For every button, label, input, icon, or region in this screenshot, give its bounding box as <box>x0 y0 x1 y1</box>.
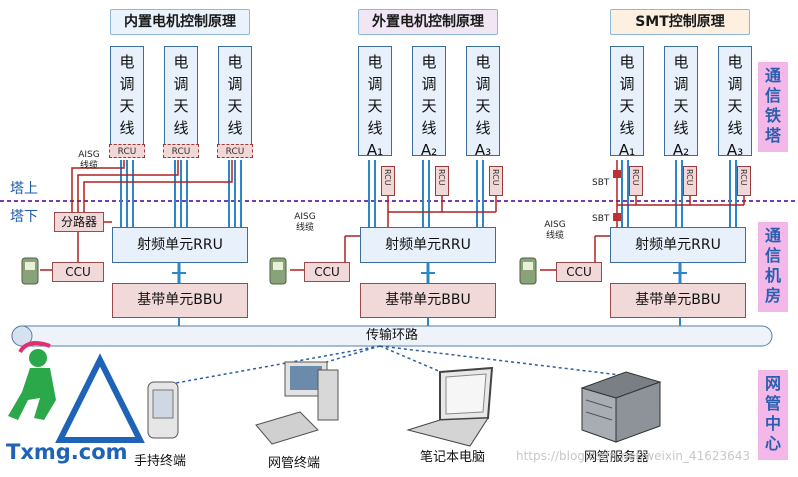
laptop-label: 笔记本电脑 <box>420 450 486 465</box>
section1-connectors <box>40 160 242 283</box>
splitter-box: 分路器 <box>54 212 104 232</box>
rcu-label: RCU <box>437 169 446 186</box>
antenna-label: 电 调 天 线 A₂ <box>672 53 690 159</box>
side-label-center: 网 管 中 心 <box>758 370 788 460</box>
section2-connectors <box>290 160 497 283</box>
antenna-label: 电 调 天 线 A₃ <box>227 53 243 159</box>
antenna-label: 电 调 天 线 A₃ <box>726 53 744 159</box>
antenna-a2: 电 调 天 线 A₂ <box>412 46 446 159</box>
transport-ring-pipe <box>11 325 773 347</box>
handheld-remote-icon <box>269 257 287 285</box>
antenna-a2: 电 调 天 线 A₂ <box>164 46 198 159</box>
ccu-box: CCU <box>52 262 104 282</box>
logo-text: Txmg.com <box>6 440 128 464</box>
rru-box: 射频单元RRU <box>112 227 248 263</box>
rcu-label: RCU <box>491 169 500 186</box>
handheld-terminal-icon <box>147 381 179 439</box>
desktop-terminal-label: 网管终端 <box>268 456 321 471</box>
antenna-label: 电 调 天 线 A₂ <box>420 53 438 159</box>
sbt-upper-marker <box>613 170 621 178</box>
transport-ring-label: 传输环路 <box>365 328 418 343</box>
rcu-internal: RCU <box>163 144 199 158</box>
laptop-icon <box>406 366 494 447</box>
rcu-external: RCU <box>435 166 449 196</box>
section1-title: 内置电机控制原理 <box>110 9 250 35</box>
logo-figure-icon <box>8 341 145 443</box>
bbu-box: 基带单元BBU <box>610 283 746 318</box>
antenna-label: 电 调 天 线 A₁ <box>618 53 636 159</box>
rcu-internal: RCU <box>109 144 145 158</box>
antenna-a1: 电 调 天 线 A₁ <box>358 46 392 159</box>
sbt-upper-label: SBT <box>592 178 610 188</box>
rcu-internal: RCU <box>217 144 253 158</box>
antenna-a2: 电 调 天 线 A₂ <box>664 46 698 159</box>
rcu-label: RCU <box>739 169 748 186</box>
side-label-room: 通 信 机 房 <box>758 222 788 312</box>
side-label-tower: 通 信 铁 塔 <box>758 62 788 152</box>
section3-title: SMT控制原理 <box>610 9 750 35</box>
handheld-terminal-label: 手持终端 <box>134 454 187 469</box>
antenna-a1: 电 调 天 线 A₁ <box>110 46 144 159</box>
antenna-a3: 电 调 天 线 A₃ <box>218 46 252 159</box>
desktop-terminal-icon <box>255 361 339 445</box>
server-label: 网管服务器 <box>584 450 650 465</box>
rcu-label: RCU <box>685 169 694 186</box>
rcu-label: RCU <box>631 169 640 186</box>
rru-box: 射频单元RRU <box>360 227 496 263</box>
watermark-text: https://blog.csdn.net/weixin_41623643 <box>516 449 751 463</box>
server-icon <box>580 371 662 443</box>
rcu-external: RCU <box>489 166 503 196</box>
rcu-external: RCU <box>381 166 395 196</box>
antenna-a3: 电 调 天 线 A₃ <box>718 46 752 159</box>
rcu-external: RCU <box>737 166 751 196</box>
rcu-external: RCU <box>683 166 697 196</box>
ccu-box: CCU <box>304 262 350 282</box>
bbu-box: 基带单元BBU <box>112 283 248 318</box>
rcu-external: RCU <box>629 166 643 196</box>
bbu-box: 基带单元BBU <box>360 283 496 318</box>
antenna-label: 电 调 天 线 A₁ <box>366 53 384 159</box>
section2-title: 外置电机控制原理 <box>358 9 498 35</box>
antenna-a1: 电 调 天 线 A₁ <box>610 46 644 159</box>
aisg-cable-label: AISG 线缆 <box>78 150 100 171</box>
antenna-label: 电 调 天 线 A₃ <box>474 53 492 159</box>
handheld-remote-icon <box>519 257 537 285</box>
handheld-remote-icon <box>21 257 39 285</box>
rru-box: 射频单元RRU <box>610 227 746 263</box>
antenna-a3: 电 调 天 线 A₃ <box>466 46 500 159</box>
aisg-cable-label: AISG 线缆 <box>294 212 316 233</box>
sbt-lower-label: SBT <box>592 214 610 224</box>
rcu-label: RCU <box>383 169 392 186</box>
tower-up-label: 塔上 <box>10 181 38 197</box>
aisg-cable-label: AISG 线缆 <box>544 220 566 241</box>
ccu-box: CCU <box>556 262 602 282</box>
tower-down-label: 塔下 <box>10 209 38 225</box>
sbt-lower-marker <box>613 213 621 221</box>
